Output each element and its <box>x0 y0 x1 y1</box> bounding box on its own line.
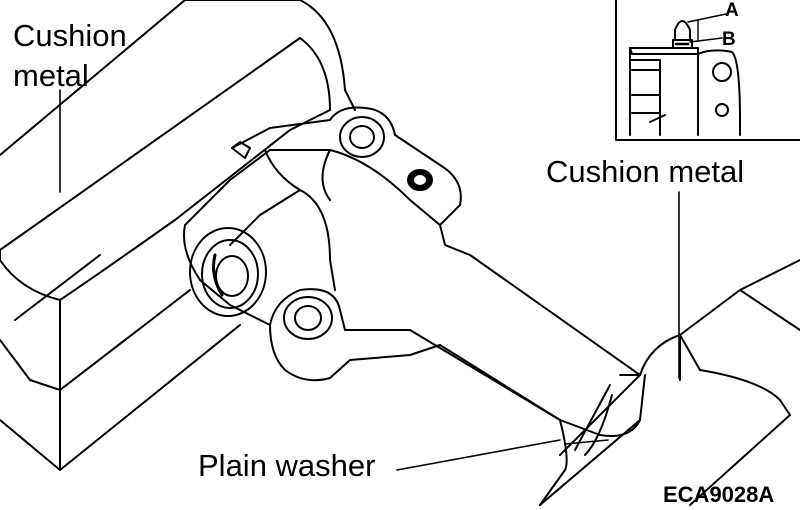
cushion-metal-left-label-line2: metal <box>13 58 89 93</box>
inset-label-b: B <box>722 29 736 50</box>
small-stud <box>231 141 251 159</box>
plain-washer-label: Plain washer <box>198 448 376 483</box>
lower-mount-hole <box>283 296 333 340</box>
inset-label-a: A <box>725 0 739 21</box>
cushion-metal-right-label: Cushion metal <box>546 154 745 189</box>
leader-lines <box>59 89 680 471</box>
upper-mount-hole <box>339 116 385 158</box>
bushing <box>189 227 267 317</box>
left-cushion-metal-block <box>0 0 356 471</box>
bracket-body <box>183 106 641 436</box>
threaded-hole <box>407 169 433 191</box>
inset-detail <box>615 0 800 141</box>
right-cushion-metal <box>539 259 800 506</box>
cushion-metal-left-label-line1: Cushion <box>13 18 127 53</box>
figure-code: ECA9028A <box>663 482 775 507</box>
